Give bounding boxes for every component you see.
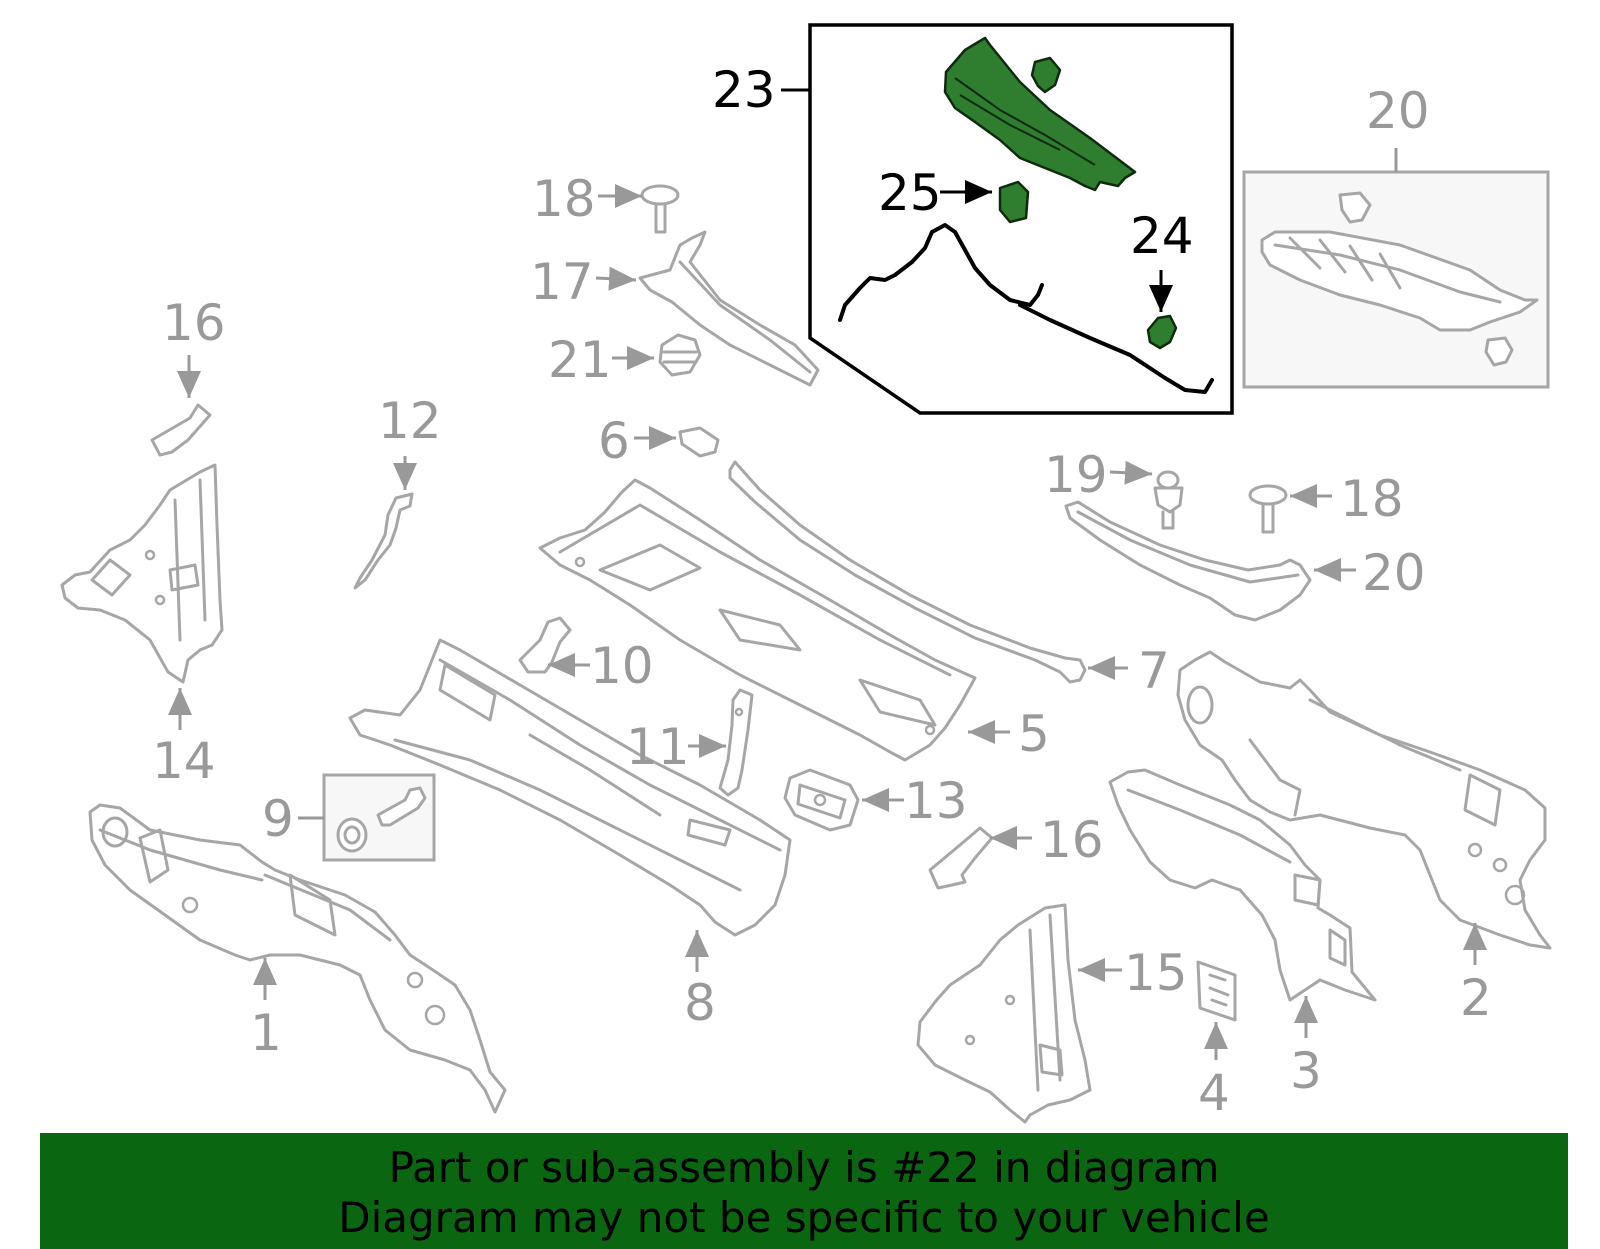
part-4-patch [1196, 960, 1237, 1022]
leader-19 [1109, 460, 1153, 485]
part-25-clip[interactable] [998, 180, 1030, 224]
part-1-dash-panel [88, 803, 507, 1114]
part-7-seal [728, 460, 1087, 684]
part-14-side-panel [60, 463, 224, 684]
part-16-bracket-left [150, 403, 212, 457]
part-19-clip [1153, 470, 1184, 530]
part-3-panel [1108, 768, 1377, 1002]
callout-13: 13 [904, 772, 968, 830]
callout-7: 7 [1138, 642, 1170, 700]
callout-21: 21 [548, 331, 612, 389]
info-banner: Part or sub-assembly is #22 in diagram D… [40, 1133, 1568, 1249]
callout-16a: 16 [162, 294, 226, 352]
part-22-hose[interactable] [838, 223, 1214, 394]
part-11-bracket [718, 688, 754, 797]
part-12-bracket [353, 492, 414, 590]
callout-20a: 18 [532, 170, 596, 228]
callout-11: 11 [626, 718, 690, 776]
callout-15: 15 [1124, 944, 1188, 1002]
part-9-box [322, 773, 436, 862]
part-5-cowl-top [538, 478, 977, 762]
callout-3: 3 [1290, 1042, 1322, 1100]
callout-5: 5 [1018, 705, 1050, 763]
part-10-bracket [518, 616, 572, 674]
callout-6: 6 [598, 412, 630, 470]
part-22-cowl-panel[interactable] [943, 36, 1137, 192]
leader-17 [595, 266, 637, 291]
banner-line-2: Diagram may not be specific to your vehi… [338, 1193, 1270, 1242]
part-21-grommet [658, 333, 702, 377]
part-20-bolt-top [640, 184, 680, 234]
part-22-clip[interactable] [1030, 56, 1062, 94]
part-16-bracket-middle [928, 826, 994, 890]
callout-24: 24 [1130, 207, 1194, 265]
callout-20b: 18 [1340, 470, 1404, 528]
callout-25: 25 [878, 164, 942, 222]
part-20-bolt-right [1248, 484, 1288, 534]
callout-23: 20 [1366, 82, 1430, 140]
callout-2: 2 [1460, 969, 1492, 1027]
callout-10: 10 [590, 637, 654, 695]
callout-19: 19 [1044, 446, 1108, 504]
banner-line-1: Part or sub-assembly is #22 in diagram [388, 1143, 1220, 1192]
part-2-dash-panel [1176, 650, 1552, 950]
callout-9: 9 [262, 790, 294, 848]
assembly-23-box [1242, 170, 1550, 389]
callout-17: 17 [530, 253, 594, 311]
part-6-clip [678, 426, 720, 458]
part-24-grommet[interactable] [1146, 314, 1178, 350]
part-8-lower-cowl [348, 638, 792, 937]
callout-22: 23 [712, 61, 776, 119]
callout-18: 20 [1362, 544, 1426, 602]
callout-4: 4 [1198, 1064, 1230, 1122]
callout-14: 14 [152, 732, 216, 790]
part-17-trim [638, 230, 820, 387]
callout-1: 1 [250, 1004, 282, 1062]
part-13-plug [783, 768, 860, 832]
callout-12: 12 [378, 392, 442, 450]
part-15-side-panel [916, 903, 1092, 1124]
part-18-trim [1064, 500, 1312, 622]
callout-8: 8 [684, 974, 716, 1032]
callout-16b: 16 [1040, 811, 1104, 869]
